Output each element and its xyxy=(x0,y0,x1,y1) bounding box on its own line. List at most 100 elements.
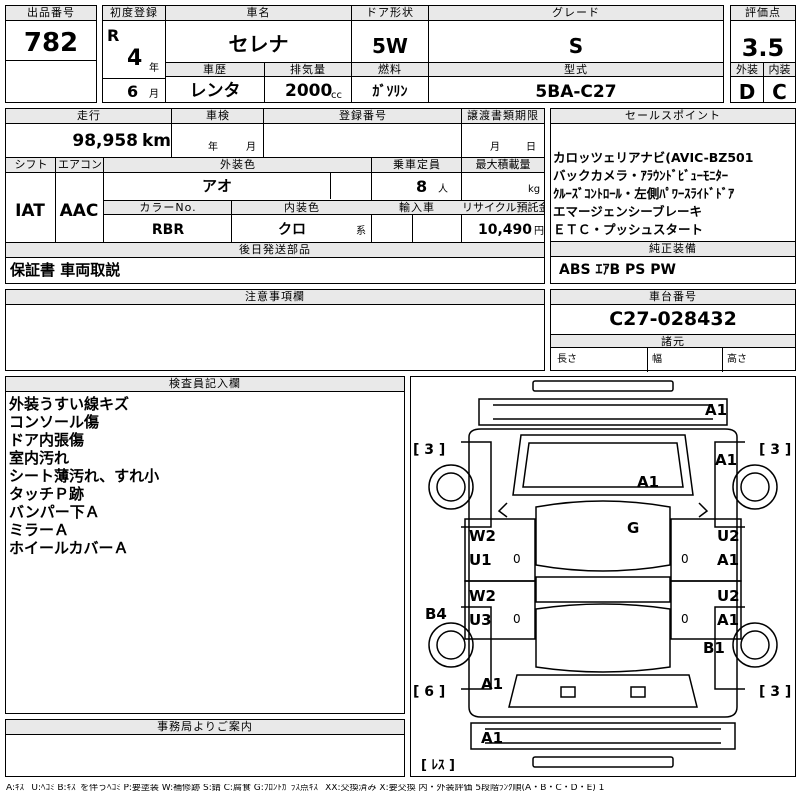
fuel: ｶﾞｿﾘﾝ xyxy=(372,84,408,100)
transfer-day-unit: 日 xyxy=(526,142,536,153)
capacity-header: 乗車定員 xyxy=(372,158,462,173)
capacity: 8 xyxy=(416,177,428,196)
interior-grade-cell: 内装 C xyxy=(763,62,796,103)
lot-number-header: 出品番号 xyxy=(6,6,96,21)
color-number-header: カラーNo. xyxy=(104,201,232,215)
inspection-month-unit: 月 xyxy=(246,142,256,153)
sales-point-line: カロッツェリアナビ(AVIC-BZ501 xyxy=(553,150,754,165)
door-front-right-bottom: A1 xyxy=(717,551,740,569)
interior-header: 内装 xyxy=(764,63,795,77)
inspector-note-line: ホイールカバーＡ xyxy=(9,539,129,557)
inspector-note-line: タッチＰ跡 xyxy=(9,485,85,503)
right-fender-mark: A1 xyxy=(715,451,738,469)
score: 3.5 xyxy=(741,34,785,62)
model-cell: 型式 5BA-C27 xyxy=(428,62,724,103)
car-name: セレナ xyxy=(228,32,289,56)
recycle-deposit: 10,490 xyxy=(477,222,532,238)
width-label: 幅 xyxy=(652,354,662,365)
rear-left-panel-mark: B4 xyxy=(425,605,447,623)
inspector-note-line: シート薄汚れ、すれ小 xyxy=(9,467,160,485)
shift-header: シフト xyxy=(6,158,56,173)
car-diagram-box: A1 [ 3 ] [ 3 ] A1 A1 G W2 U1 0 U2 A1 0 W… xyxy=(410,376,796,777)
vehicle-detail-block: 走行 車検 登録番号 譲渡書類期限 98,958 km 年 月 月 日 シフト … xyxy=(5,108,545,284)
recycle-unit: 円 xyxy=(534,226,544,237)
door-rear-right-handle: 0 xyxy=(681,612,689,626)
capacity-unit: 人 xyxy=(438,184,448,195)
tyre-front-right: [ 3 ] xyxy=(759,442,792,458)
tyre-rear-left: [ 6 ] xyxy=(413,684,446,700)
first-registration-cell: 初度登録 R 4 年 6 月 xyxy=(102,5,166,103)
sales-point-line: エマージェンシーブレーキ xyxy=(553,204,703,219)
fuel-header: 燃料 xyxy=(352,63,428,77)
genuine-equipment: ABS ｴｱB PS PW xyxy=(559,262,676,278)
car-diagram xyxy=(428,380,778,768)
load-header: 最大積載量 xyxy=(462,158,544,173)
inspection-header: 車検 xyxy=(172,109,264,124)
car-name-header: 車名 xyxy=(166,6,351,21)
notes-header: 注意事項欄 xyxy=(6,290,544,305)
shift: IAT xyxy=(15,201,45,221)
inspector-note-line: バンパー下Ａ xyxy=(9,503,100,521)
sales-point-line: ｸﾙｰｽﾞｺﾝﾄﾛｰﾙ・左側ﾊﾟﾜｰｽﾗｲﾄﾞﾄﾞｱ xyxy=(553,186,735,201)
spare-tyre-label: [ ﾚｽ ] xyxy=(421,758,455,773)
sales-point-line: バックカメラ・ｱﾗｳﾝﾄﾞﾋﾞｭｰﾓﾆﾀｰ xyxy=(553,168,729,183)
glass-mark: G xyxy=(627,519,640,537)
genuine-equipment-box: 純正装備 ABS ｴｱB PS PW xyxy=(550,241,796,284)
lot-number: 782 xyxy=(23,28,79,58)
score-header: 評価点 xyxy=(731,6,795,21)
history: レンタ xyxy=(189,81,241,101)
registration-number-header: 登録番号 xyxy=(264,109,462,124)
ac-header: エアコン xyxy=(56,158,104,173)
history-header: 車歴 xyxy=(166,63,264,77)
later-parts-header: 後日発送部品 xyxy=(6,243,544,258)
inspector-note-line: ドア内張傷 xyxy=(9,431,85,449)
interior-color-header: 内装色 xyxy=(232,201,372,215)
displacement-cell: 排気量 2000 cc xyxy=(264,62,352,103)
transfer-month-unit: 月 xyxy=(490,142,500,153)
sales-point-lines: カロッツェリアナビ(AVIC-BZ501 バックカメラ・ｱﾗｳﾝﾄﾞﾋﾞｭｰﾓﾆﾀ… xyxy=(553,149,753,239)
door-type: 5W xyxy=(372,34,408,58)
height-label: 高さ xyxy=(727,354,747,365)
exterior-grade-cell: 外装 D xyxy=(730,62,764,103)
transfer-deadline-header: 譲渡書類期限 xyxy=(462,109,544,124)
door-front-left-top: W2 xyxy=(469,527,496,545)
inspector-note-line: コンソール傷 xyxy=(9,413,100,431)
mileage: 98,958 xyxy=(72,131,138,151)
notes-box: 注意事項欄 xyxy=(5,289,545,371)
exterior-grade: D xyxy=(738,80,756,104)
inspector-header: 検査員記入欄 xyxy=(6,377,404,392)
color-number: RBR xyxy=(151,222,185,238)
car-name-cell: 車名 セレナ xyxy=(165,5,352,63)
inspector-lines: 外装うすい線キズコンソール傷ドア内張傷室内汚れシート薄汚れ、すれ小タッチＰ跡バン… xyxy=(9,395,159,557)
grade-cell: グレード S xyxy=(428,5,724,63)
door-rear-left-top: W2 xyxy=(469,587,496,605)
model-code: 5BA-C27 xyxy=(535,82,617,102)
length-label: 長さ xyxy=(557,354,577,365)
interior-color: クロ xyxy=(278,222,306,238)
grade-header: グレード xyxy=(429,6,723,21)
inspector-note-line: ミラーＡ xyxy=(9,521,70,539)
chassis-box: 車台番号 C27-028432 諸元 長さ 幅 高さ xyxy=(550,289,796,372)
inspection-year-unit: 年 xyxy=(208,142,218,153)
door-front-left-handle: 0 xyxy=(513,552,521,566)
history-cell: 車歴 レンタ xyxy=(165,62,265,103)
genuine-equipment-header: 純正装備 xyxy=(551,242,795,257)
first-reg-month: 6 xyxy=(127,82,139,101)
score-cell: 評価点 3.5 xyxy=(730,5,796,63)
chassis-header: 車台番号 xyxy=(551,290,795,305)
mileage-header: 走行 xyxy=(6,109,172,124)
air-conditioner: AAC xyxy=(59,201,99,221)
door-front-right-handle: 0 xyxy=(681,552,689,566)
office-box: 事務局よりご案内 xyxy=(5,719,405,777)
legend: A:ｷｽﾞ U:ﾍｺﾐ B:ｷｽﾞを伴うﾍｺﾐ P:要塗装 W:補修跡 S:錆 … xyxy=(6,784,605,793)
door-header: ドア形状 xyxy=(352,6,428,21)
year-unit: 年 xyxy=(149,63,159,74)
model-header: 型式 xyxy=(429,63,723,77)
chassis-number: C27-028432 xyxy=(609,308,737,330)
fuel-cell: 燃料 ｶﾞｿﾘﾝ xyxy=(351,62,429,103)
rear-bumper-mark: A1 xyxy=(481,729,504,747)
recycle-header: リサイクル預託金 xyxy=(462,201,544,215)
grade: S xyxy=(568,34,584,58)
door-cell: ドア形状 5W xyxy=(351,5,429,63)
